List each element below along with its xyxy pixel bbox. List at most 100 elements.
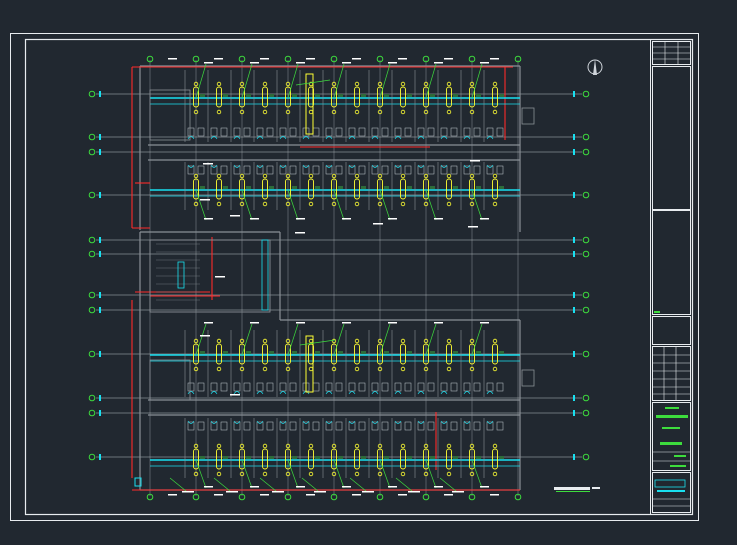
door-swing	[348, 164, 356, 168]
fixture	[243, 421, 251, 431]
diffuser	[446, 448, 452, 470]
diffuser	[262, 343, 268, 365]
leader-label	[388, 62, 397, 64]
equipment	[453, 94, 458, 97]
fixture	[404, 382, 412, 392]
diffuser-cap	[193, 201, 199, 207]
fixture	[256, 421, 264, 431]
fixture	[243, 382, 251, 392]
axis-dim	[573, 307, 575, 313]
diffuser-cap	[285, 173, 291, 179]
axis-bubble	[582, 409, 590, 417]
leader-label	[250, 218, 259, 220]
diffuser	[285, 86, 291, 108]
leader-label	[272, 491, 284, 493]
axis-bubble	[330, 55, 338, 63]
equipment	[430, 351, 435, 354]
diffuser-cap	[262, 338, 268, 344]
fixture	[289, 421, 297, 431]
diffuser	[469, 343, 475, 365]
diffuser-cap	[492, 173, 498, 179]
leader-line	[379, 189, 391, 221]
leader-line	[471, 459, 483, 489]
fixture	[220, 382, 228, 392]
diffuser	[377, 178, 383, 200]
axis-bubble	[468, 55, 476, 63]
door-swing	[371, 391, 379, 395]
fixture	[312, 421, 320, 431]
fixture	[427, 382, 435, 392]
leader-label	[342, 218, 351, 220]
axis-tag	[168, 58, 177, 60]
door-swing	[233, 420, 241, 424]
axis-tag	[490, 58, 499, 60]
leader-line	[425, 63, 437, 99]
diffuser	[216, 448, 222, 470]
diffuser-cap	[308, 443, 314, 449]
leader-label	[408, 491, 420, 493]
diffuser-cap	[446, 81, 452, 87]
fixture	[440, 165, 448, 175]
fixture	[440, 382, 448, 392]
tag-text	[200, 199, 210, 201]
axis-bubble	[284, 55, 292, 63]
fixture	[220, 165, 228, 175]
diffuser-cap	[216, 366, 222, 372]
equipment	[269, 186, 274, 189]
fixture	[187, 382, 195, 392]
equipment	[384, 456, 389, 459]
door-swing	[394, 391, 402, 395]
diffuser-cap	[239, 201, 245, 207]
diffuser-cap	[308, 366, 314, 372]
diffuser	[216, 178, 222, 200]
leader-label	[434, 322, 443, 324]
diffuser-cap	[469, 173, 475, 179]
equipment	[223, 186, 228, 189]
axis-dim	[99, 192, 101, 198]
diffuser	[492, 448, 498, 470]
door-swing	[417, 420, 425, 424]
fixture	[486, 382, 494, 392]
leader-label	[296, 218, 305, 220]
door-swing	[325, 420, 333, 424]
diffuser-cap	[331, 471, 337, 477]
axis-dim	[573, 251, 575, 257]
leader-label	[182, 491, 194, 493]
door-swing	[210, 136, 218, 140]
fixture	[473, 382, 481, 392]
diffuser-cap	[446, 201, 452, 207]
leader-label	[480, 218, 489, 220]
equipment	[338, 351, 343, 354]
door-swing	[210, 391, 218, 395]
equipment	[315, 186, 320, 189]
diffuser-cap	[216, 109, 222, 115]
equipment	[292, 94, 297, 97]
shaft	[177, 261, 185, 289]
axis-dim	[99, 292, 101, 298]
stair-core	[149, 89, 191, 141]
axis-bubble	[192, 493, 200, 501]
fixture	[440, 421, 448, 431]
axis-dim	[573, 91, 575, 97]
leader-line	[333, 323, 345, 356]
fixture	[394, 165, 402, 175]
diffuser-cap	[239, 173, 245, 179]
diffuser-cap	[308, 338, 314, 344]
axis-bubble	[284, 493, 292, 501]
leader-line	[241, 63, 253, 99]
axis-bubble	[582, 250, 590, 258]
axis-bubble	[582, 191, 590, 199]
diffuser-cap	[262, 81, 268, 87]
diffuser	[354, 178, 360, 200]
fixture	[289, 382, 297, 392]
equipment	[246, 351, 251, 354]
equipment	[453, 186, 458, 189]
leader-line	[333, 459, 345, 489]
diffuser-cap	[354, 109, 360, 115]
fixture	[233, 421, 241, 431]
diffuser	[423, 343, 429, 365]
diffuser-cap	[423, 173, 429, 179]
door-swing	[417, 136, 425, 140]
